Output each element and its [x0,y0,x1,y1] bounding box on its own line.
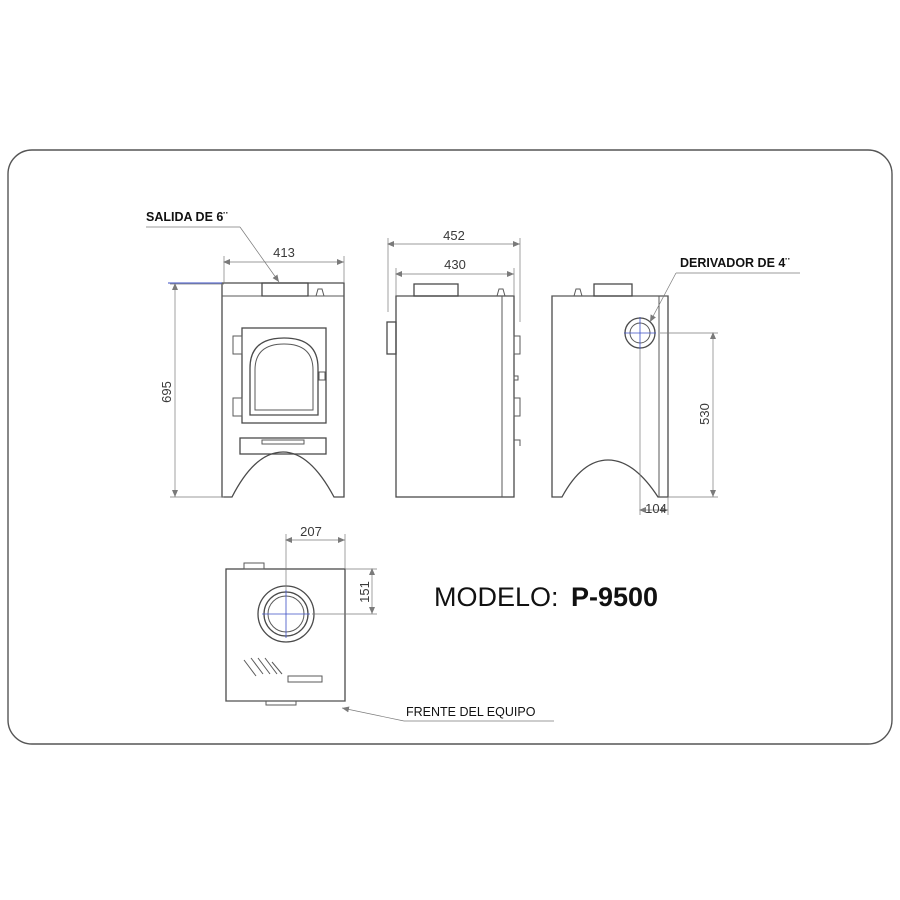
grille-slots [243,657,323,683]
rear-height-dimension: 530 [697,403,712,425]
front-view: 695 413 [159,245,345,498]
front-height-dimension: 695 [159,381,174,403]
model-code: P-9500 [571,582,658,612]
model-title: MODELO: P-9500 [434,582,658,612]
top-offset-y-dimension: 151 [357,581,372,603]
side-view: 452 430 [386,228,521,498]
derivador-callout: DERIVADOR DE 4¨ [649,256,800,323]
svg-text:MODELO: P-9500: MODELO: P-9500 [434,582,658,612]
rear-offset-dimension: 104 [645,501,667,516]
drawing-frame [7,149,893,745]
side-depth-inner-dimension: 430 [444,257,466,272]
top-view: 207 151 [225,524,377,706]
top-offset-x-dimension: 207 [300,524,322,539]
side-depth-outer-dimension: 452 [443,228,465,243]
frente-callout: FRENTE DEL EQUIPO [341,705,554,722]
derivador-label: DERIVADOR DE 4¨ [680,256,790,270]
rear-view: 530 104 [551,283,718,516]
front-width-dimension: 413 [273,245,295,260]
salida-label: SALIDA DE 6¨ [146,210,228,224]
salida-callout: SALIDA DE 6¨ [146,210,280,283]
model-prefix: MODELO: [434,582,559,612]
frente-label: FRENTE DEL EQUIPO [406,705,536,719]
